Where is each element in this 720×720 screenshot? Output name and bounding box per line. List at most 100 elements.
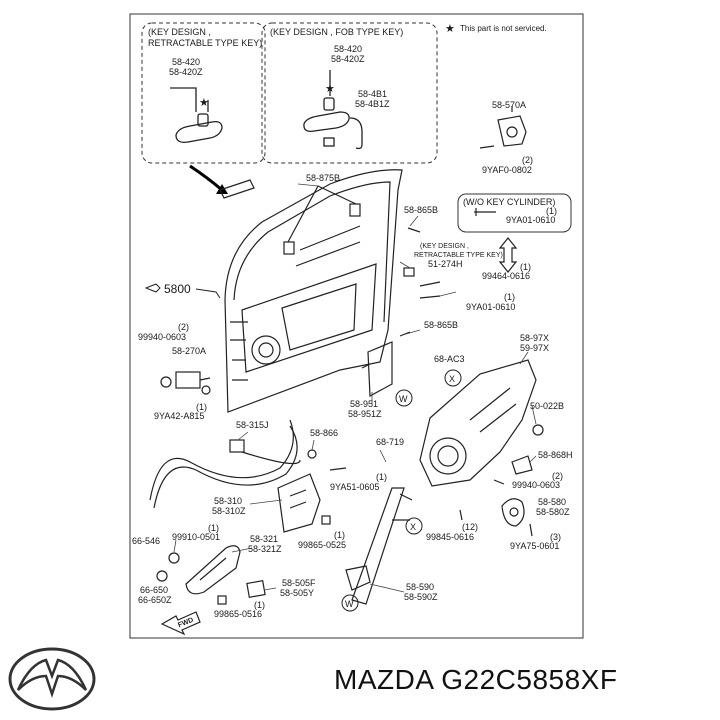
star-icon: ★ <box>199 97 209 109</box>
marker-x-2: X <box>405 517 423 535</box>
inner-handle-58321 <box>156 545 266 605</box>
label-68719: 68-719 <box>376 437 404 447</box>
label-9ya75: 9YA75-0601 <box>510 541 559 551</box>
label-9ya42: 9YA42-A815 <box>154 411 204 421</box>
svg-text:W: W <box>345 599 354 609</box>
label-58590z: 58-590Z <box>404 592 438 602</box>
label-1f: (1) <box>208 523 219 533</box>
label-58310z: 58-310Z <box>212 506 246 516</box>
label-retr: RETRACTABLE TYPE KEY) <box>414 252 503 259</box>
marker-x-1: X <box>444 369 462 387</box>
label-99865-a: 99865-0525 <box>298 540 346 550</box>
label-1d: (1) <box>196 402 207 412</box>
label-58875b: 58-875B <box>306 173 340 183</box>
garnish-58951 <box>361 341 393 397</box>
label-2c: (2) <box>552 471 563 481</box>
arrow-5800-icon <box>144 283 161 293</box>
label-99940-b: 99940-0603 <box>512 480 560 490</box>
bolts-right <box>399 208 496 337</box>
label-58866: 58-866 <box>310 428 338 438</box>
label-58270a: 58-270A <box>172 346 206 356</box>
label-1e: (1) <box>376 472 387 482</box>
label-keyd: (KEY DESIGN , <box>420 243 469 250</box>
label-1c: (1) <box>504 292 515 302</box>
label-58951z: 58-951Z <box>348 409 382 419</box>
module-panel-5897x <box>419 359 537 487</box>
label-66650z: 66-650Z <box>138 595 172 605</box>
label-66650: 66-650 <box>140 585 168 595</box>
label-584b1z: 58-4B1Z <box>355 99 390 109</box>
label-1b: (1) <box>520 262 531 272</box>
outer-handle-fob <box>303 70 363 150</box>
callout-arrow <box>189 164 223 192</box>
label-2a: (2) <box>522 155 533 165</box>
star-icon-2: ★ <box>325 83 335 95</box>
label-12: (12) <box>462 522 478 532</box>
label-99845: 99845-0616 <box>426 532 474 542</box>
label-99865-b: 99865-0516 <box>214 609 262 619</box>
label-2b: (2) <box>178 322 189 332</box>
mazda-logo-icon <box>8 647 96 711</box>
label-58420-b: 58-420 <box>334 44 362 54</box>
label-3: (3) <box>550 532 561 542</box>
marker-w-1: W <box>395 389 413 407</box>
box-label-fob: (KEY DESIGN , FOB TYPE KEY) <box>270 27 403 37</box>
label-99910: 99910-0501 <box>172 532 220 542</box>
label-99464: 99464-0616 <box>482 271 530 281</box>
label-9yaf0: 9YAF0-0802 <box>482 165 532 175</box>
box-label-retract-1: (KEY DESIGN , <box>148 27 211 37</box>
label-68ac3: 68-AC3 <box>434 354 465 364</box>
label-5800: 5800 <box>164 282 191 296</box>
label-5897x: 58-97X <box>520 333 549 343</box>
striker-58570a <box>479 106 527 149</box>
label-58570a: 58-570A <box>492 100 526 110</box>
label-66546: 66-546 <box>132 536 160 546</box>
legend-star-icon: ★ <box>445 23 455 35</box>
motor-58580 <box>459 424 544 537</box>
label-58420-a: 58-420 <box>172 57 200 67</box>
latch-58310 <box>277 449 347 533</box>
label-58580z: 58-580Z <box>536 507 570 517</box>
diagram-frame <box>129 13 584 639</box>
door-inner-parts <box>219 179 361 255</box>
label-9ya51: 9YA51-0605 <box>330 482 379 492</box>
double-arrow-icon <box>498 237 518 273</box>
box-label-wo-key: (W/O KEY CYLINDER) <box>463 197 555 207</box>
svg-text:X: X <box>410 522 416 532</box>
box-label-retract-2: RETRACTABLE TYPE KEY) <box>148 38 262 48</box>
label-58321: 58-321 <box>250 534 278 544</box>
label-58580: 58-580 <box>538 497 566 507</box>
label-9ya01-b: 9YA01-0610 <box>466 302 515 312</box>
label-51274h: 51-274H <box>428 259 463 269</box>
cables-58315j <box>149 419 301 509</box>
label-58590: 58-590 <box>406 582 434 592</box>
label-58420z-a: 58-420Z <box>169 67 203 77</box>
legend-text: This part is not serviced. <box>460 24 547 33</box>
label-58865b-a: 58-865B <box>404 205 438 215</box>
label-58868h: 58-868H <box>538 450 573 460</box>
leader-5800 <box>195 288 221 299</box>
label-5997x: 59-97X <box>520 343 549 353</box>
label-58505f: 58-505F <box>282 578 316 588</box>
regulator-58590 <box>345 487 413 605</box>
marker-w-2: W <box>341 594 359 612</box>
label-1g: (1) <box>334 530 345 540</box>
outer-handle-retractable <box>170 87 223 143</box>
label-58420z-b: 58-420Z <box>331 54 365 64</box>
part-number: MAZDA G22C5858XF <box>334 664 618 695</box>
label-50022b: 50-022B <box>530 401 564 411</box>
label-1a: (1) <box>546 206 557 216</box>
label-58310: 58-310 <box>214 496 242 506</box>
box-wo-key-cylinder <box>457 193 572 233</box>
box-key-retractable <box>141 22 266 164</box>
leader-lines <box>173 183 537 593</box>
svg-text:X: X <box>449 374 455 384</box>
label-99940-a: 99940-0603 <box>138 332 186 342</box>
label-58865b-b: 58-865B <box>424 320 458 330</box>
door-panel <box>224 169 403 413</box>
svg-text:W: W <box>399 394 408 404</box>
label-9ya01-a: 9YA01-0610 <box>506 215 555 225</box>
box-key-fob <box>261 22 438 164</box>
label-58321z: 58-321Z <box>248 544 282 554</box>
